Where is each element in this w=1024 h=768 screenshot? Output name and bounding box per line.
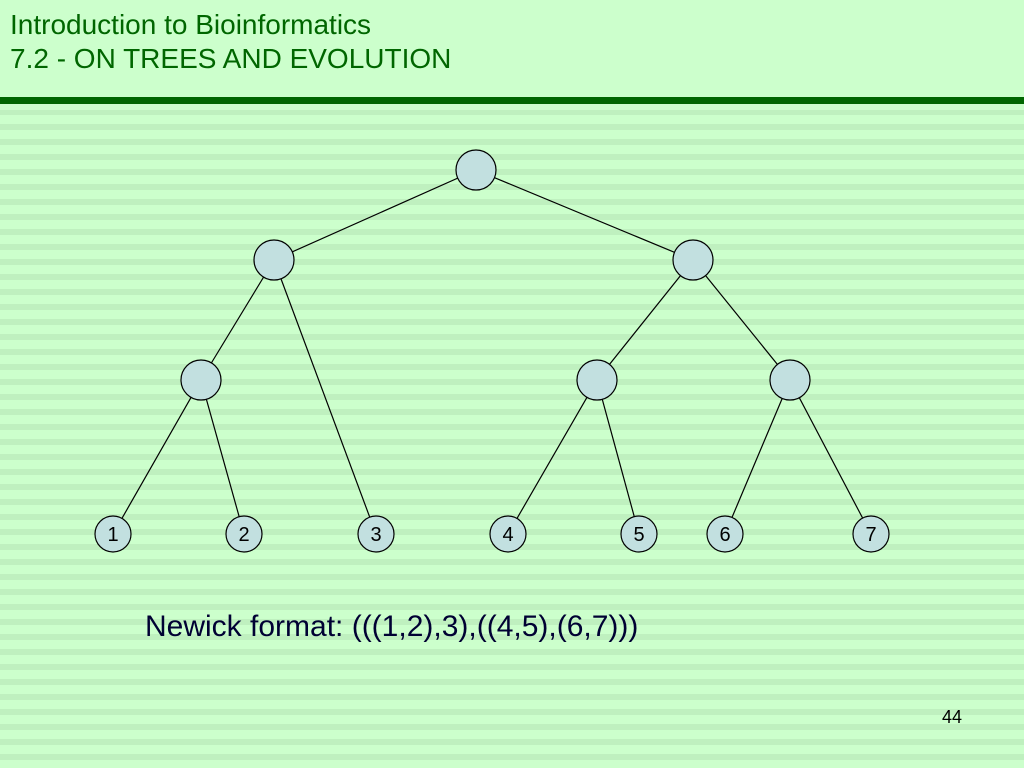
edge-root-left (273, 169, 477, 261)
leaf-label-6: 6 (719, 524, 730, 546)
internal-node-4-5 (576, 359, 618, 401)
root-node (455, 149, 497, 191)
leaf-node-6 (706, 515, 744, 553)
edge-mid-leaf4 (507, 379, 598, 535)
tree-edges (112, 169, 872, 535)
edge-right-mid (596, 259, 694, 381)
slide-title: Introduction to Bioinformatics (10, 9, 372, 40)
leaf-label-7: 7 (865, 524, 876, 546)
leaf-node-4 (489, 515, 527, 553)
slide-header: Introduction to Bioinformatics 7.2 - ON … (10, 8, 451, 76)
internal-node-1-2 (180, 359, 222, 401)
leaf-label-4: 4 (502, 524, 513, 546)
edge-mid-leaf5 (596, 379, 640, 535)
leaf-label-1: 1 (107, 524, 118, 546)
leaf-nodes (94, 515, 890, 553)
slide-subtitle: 7.2 - ON TREES AND EVOLUTION (10, 43, 452, 74)
edge-rightinner-leaf7 (789, 379, 872, 535)
edge-leftinner-leaf1 (112, 379, 202, 535)
leaf-label-2: 2 (238, 524, 249, 546)
leaf-node-7 (852, 515, 890, 553)
header-divider (0, 97, 1024, 104)
leaf-node-2 (225, 515, 263, 553)
leaf-label-3: 3 (370, 524, 381, 546)
edge-leftinner-leaf2 (200, 379, 245, 535)
edge-rightinner-leaf6 (724, 379, 791, 535)
internal-node-6-7 (769, 359, 811, 401)
page-number: 44 (941, 707, 962, 727)
edge-left-leftinner (200, 259, 275, 381)
leaf-node-5 (620, 515, 658, 553)
leaf-label-5: 5 (633, 524, 644, 546)
edge-root-right (475, 169, 694, 261)
internal-node-right (672, 239, 714, 281)
internal-nodes (180, 149, 811, 401)
leaf-node-1 (94, 515, 132, 553)
newick-format-caption: Newick format: (((1,2),3),((4,5),(6,7))) (145, 610, 639, 643)
leaf-labels: 1 2 3 4 5 6 7 (107, 524, 876, 546)
edge-right-rightinner (692, 259, 791, 381)
internal-node-left (253, 239, 295, 281)
edge-left-leaf3 (273, 259, 377, 535)
leaf-node-3 (357, 515, 395, 553)
